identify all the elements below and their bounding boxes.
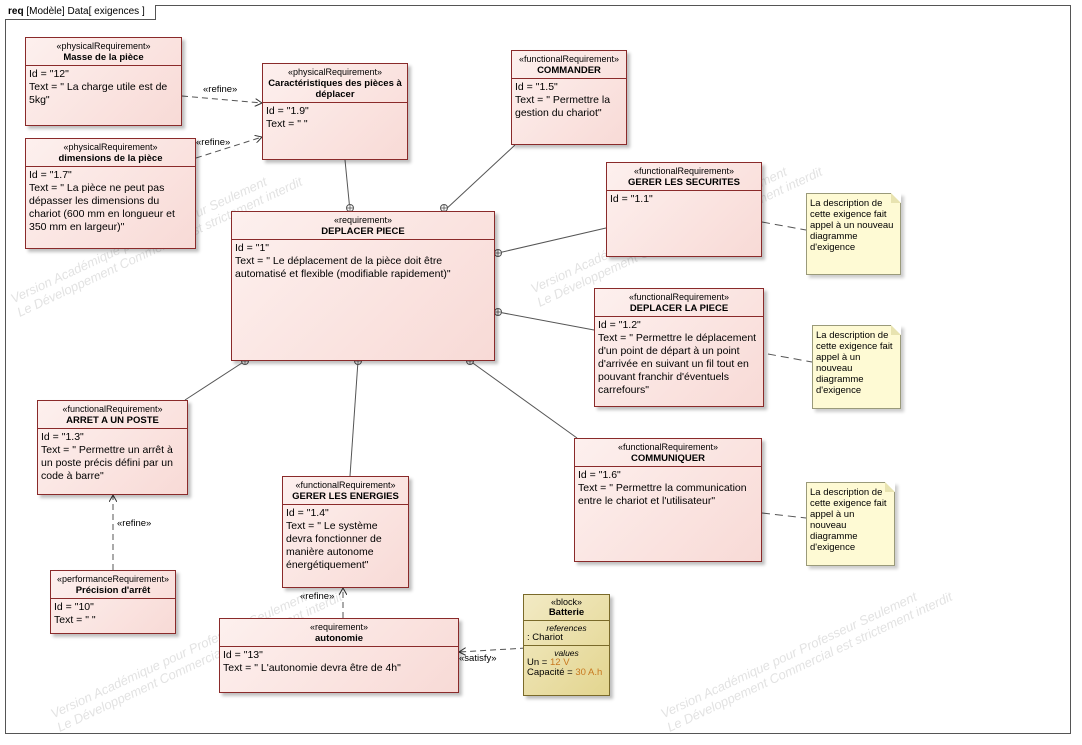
refine-label: «refine» (196, 137, 231, 148)
diagram-frame-tab: req [Modèle] Data[ exigences ] (5, 5, 156, 20)
requirement-name: Caractéristiques des pièces à déplacer (268, 78, 402, 100)
requirement-caracteristiques[interactable]: «physicalRequirement»Caractéristiques de… (262, 63, 408, 160)
requirement-masse-piece[interactable]: «physicalRequirement»Masse de la pièce I… (25, 37, 182, 126)
requirement-arret-poste[interactable]: «functionalRequirement»ARRET A UN POSTE … (37, 400, 188, 495)
requirement-text: Text = " Le déplacement de la pièce doit… (235, 255, 451, 280)
requirement-commander[interactable]: «functionalRequirement»COMMANDER Id = "1… (511, 50, 627, 145)
satisfy-label: «satisfy» (459, 653, 497, 664)
stereotype-label: «functionalRequirement» (62, 404, 163, 414)
block-name: Batterie (548, 607, 585, 618)
refine-label: «refine» (300, 591, 335, 602)
requirement-text: Text = " Permettre le déplacement d'un p… (598, 332, 760, 396)
requirement-id: Id = "1.9" (266, 105, 309, 117)
requirement-name: COMMUNIQUER (631, 453, 705, 464)
requirement-text: Text = " Le système devra fonctionner de… (286, 520, 385, 571)
requirement-id: Id = "1.5" (515, 81, 558, 93)
requirement-name: GERER LES ENERGIES (292, 491, 399, 502)
requirement-id: Id = "1.7" (29, 169, 72, 181)
requirement-id: Id = "1.4" (286, 507, 329, 519)
requirement-id: Id = "12" (29, 68, 69, 80)
requirement-gerer-energies[interactable]: «functionalRequirement»GERER LES ENERGIE… (282, 476, 409, 588)
requirement-text: Text = " La charge utile est de 5kg" (29, 81, 171, 106)
requirement-name: Masse de la pièce (63, 52, 144, 63)
requirement-name: autonomie (314, 633, 364, 644)
note-fold-icon (885, 482, 895, 492)
note-anchor-line (761, 221, 807, 231)
requirement-text: Text = " " (54, 614, 96, 626)
requirement-text: Text = " La pièce ne peut pas dépasser l… (29, 182, 178, 233)
requirement-gerer-securites[interactable]: «functionalRequirement»GERER LES SECURIT… (606, 162, 762, 257)
requirement-id: Id = "1" (235, 242, 270, 254)
stereotype-label: «functionalRequirement» (633, 166, 735, 176)
refine-label: «refine» (203, 84, 238, 95)
stereotype-label: «functionalRequirement» (628, 292, 730, 302)
comment-note[interactable]: La description de cette exigence fait ap… (806, 482, 895, 566)
stereotype-label: «functionalRequirement» (617, 442, 719, 452)
requirement-id: Id = "1.2" (598, 319, 641, 331)
note-anchor-line (761, 512, 807, 519)
stereotype-label: «block» (550, 597, 583, 607)
stereotype-label: «physicalRequirement» (287, 67, 383, 77)
satisfy-line (459, 647, 527, 652)
requirement-id: Id = "1.1" (610, 193, 653, 205)
requirement-text: Text = " Permettre un arrêt à un poste p… (41, 444, 176, 482)
note-fold-icon (891, 193, 901, 203)
requirement-communiquer[interactable]: «functionalRequirement»COMMUNIQUER Id = … (574, 438, 762, 562)
refine-label: «refine» (117, 518, 152, 529)
containment-line (344, 159, 351, 212)
stereotype-label: «performanceRequirement» (56, 574, 170, 584)
comment-note[interactable]: La description de cette exigence fait ap… (812, 325, 901, 409)
requirement-name: DEPLACER LA PIECE (629, 303, 729, 314)
requirement-deplacer-la-piece[interactable]: «functionalRequirement»DEPLACER LA PIECE… (594, 288, 764, 407)
requirement-id: Id = "1.3" (41, 431, 84, 443)
requirement-id: Id = "10" (54, 601, 94, 613)
containment-line (184, 360, 246, 401)
stereotype-label: «physicalRequirement» (56, 41, 151, 51)
requirement-name: DEPLACER PIECE (321, 226, 405, 237)
refine-line (195, 137, 262, 159)
requirement-text: Text = " " (266, 118, 308, 130)
stereotype-label: «requirement» (333, 215, 393, 225)
requirement-id: Id = "13" (223, 649, 263, 661)
containment-line (443, 144, 516, 212)
containment-line (349, 360, 359, 477)
requirement-autonomie[interactable]: «requirement»autonomie Id = "13"Text = "… (219, 618, 459, 693)
requirement-name: dimensions de la pièce (58, 153, 163, 164)
requirement-precision-arret[interactable]: «performanceRequirement»Précision d'arrê… (50, 570, 176, 634)
compartment-title: values (554, 648, 579, 658)
requirement-id: Id = "1.6" (578, 469, 621, 481)
note-text: La description de cette exigence fait ap… (816, 330, 893, 396)
requirement-deplacer-piece[interactable]: «requirement»DEPLACER PIECE Id = "1"Text… (231, 211, 495, 361)
requirement-name: ARRET A UN POSTE (66, 415, 159, 426)
requirement-name: GERER LES SECURITES (628, 177, 740, 188)
requirement-name: COMMANDER (537, 65, 601, 76)
requirement-text: Text = " L'autonomie devra être de 4h" (223, 662, 401, 674)
requirement-dimensions[interactable]: «physicalRequirement»dimensions de la pi… (25, 138, 196, 249)
block-batterie[interactable]: «block» Batterie references : Chariot va… (523, 594, 610, 696)
stereotype-label: «functionalRequirement» (518, 54, 620, 64)
stereotype-label: «physicalRequirement» (63, 142, 158, 152)
containment-line (469, 360, 578, 439)
stereotype-label: «functionalRequirement» (295, 480, 396, 490)
reference-item: : Chariot (527, 632, 563, 643)
value-item: Un = 12 V (527, 657, 570, 668)
note-text: La description de cette exigence fait ap… (810, 487, 887, 553)
containment-line (497, 227, 607, 254)
diagram-frame (5, 5, 1071, 734)
note-text: La description de cette exigence fait ap… (810, 198, 894, 253)
refine-line (181, 95, 262, 103)
requirement-text: Text = " Permettre la communication entr… (578, 482, 750, 507)
note-anchor-line (767, 353, 813, 363)
compartment-title: references (546, 623, 587, 633)
note-fold-icon (891, 325, 901, 335)
value-item: Capacité = 30 A.h (527, 667, 603, 678)
stereotype-label: «requirement» (309, 622, 369, 632)
requirement-text: Text = " Permettre la gestion du chariot… (515, 94, 613, 119)
requirement-name: Précision d'arrêt (75, 585, 151, 596)
containment-line (497, 311, 595, 331)
comment-note[interactable]: La description de cette exigence fait ap… (806, 193, 901, 275)
